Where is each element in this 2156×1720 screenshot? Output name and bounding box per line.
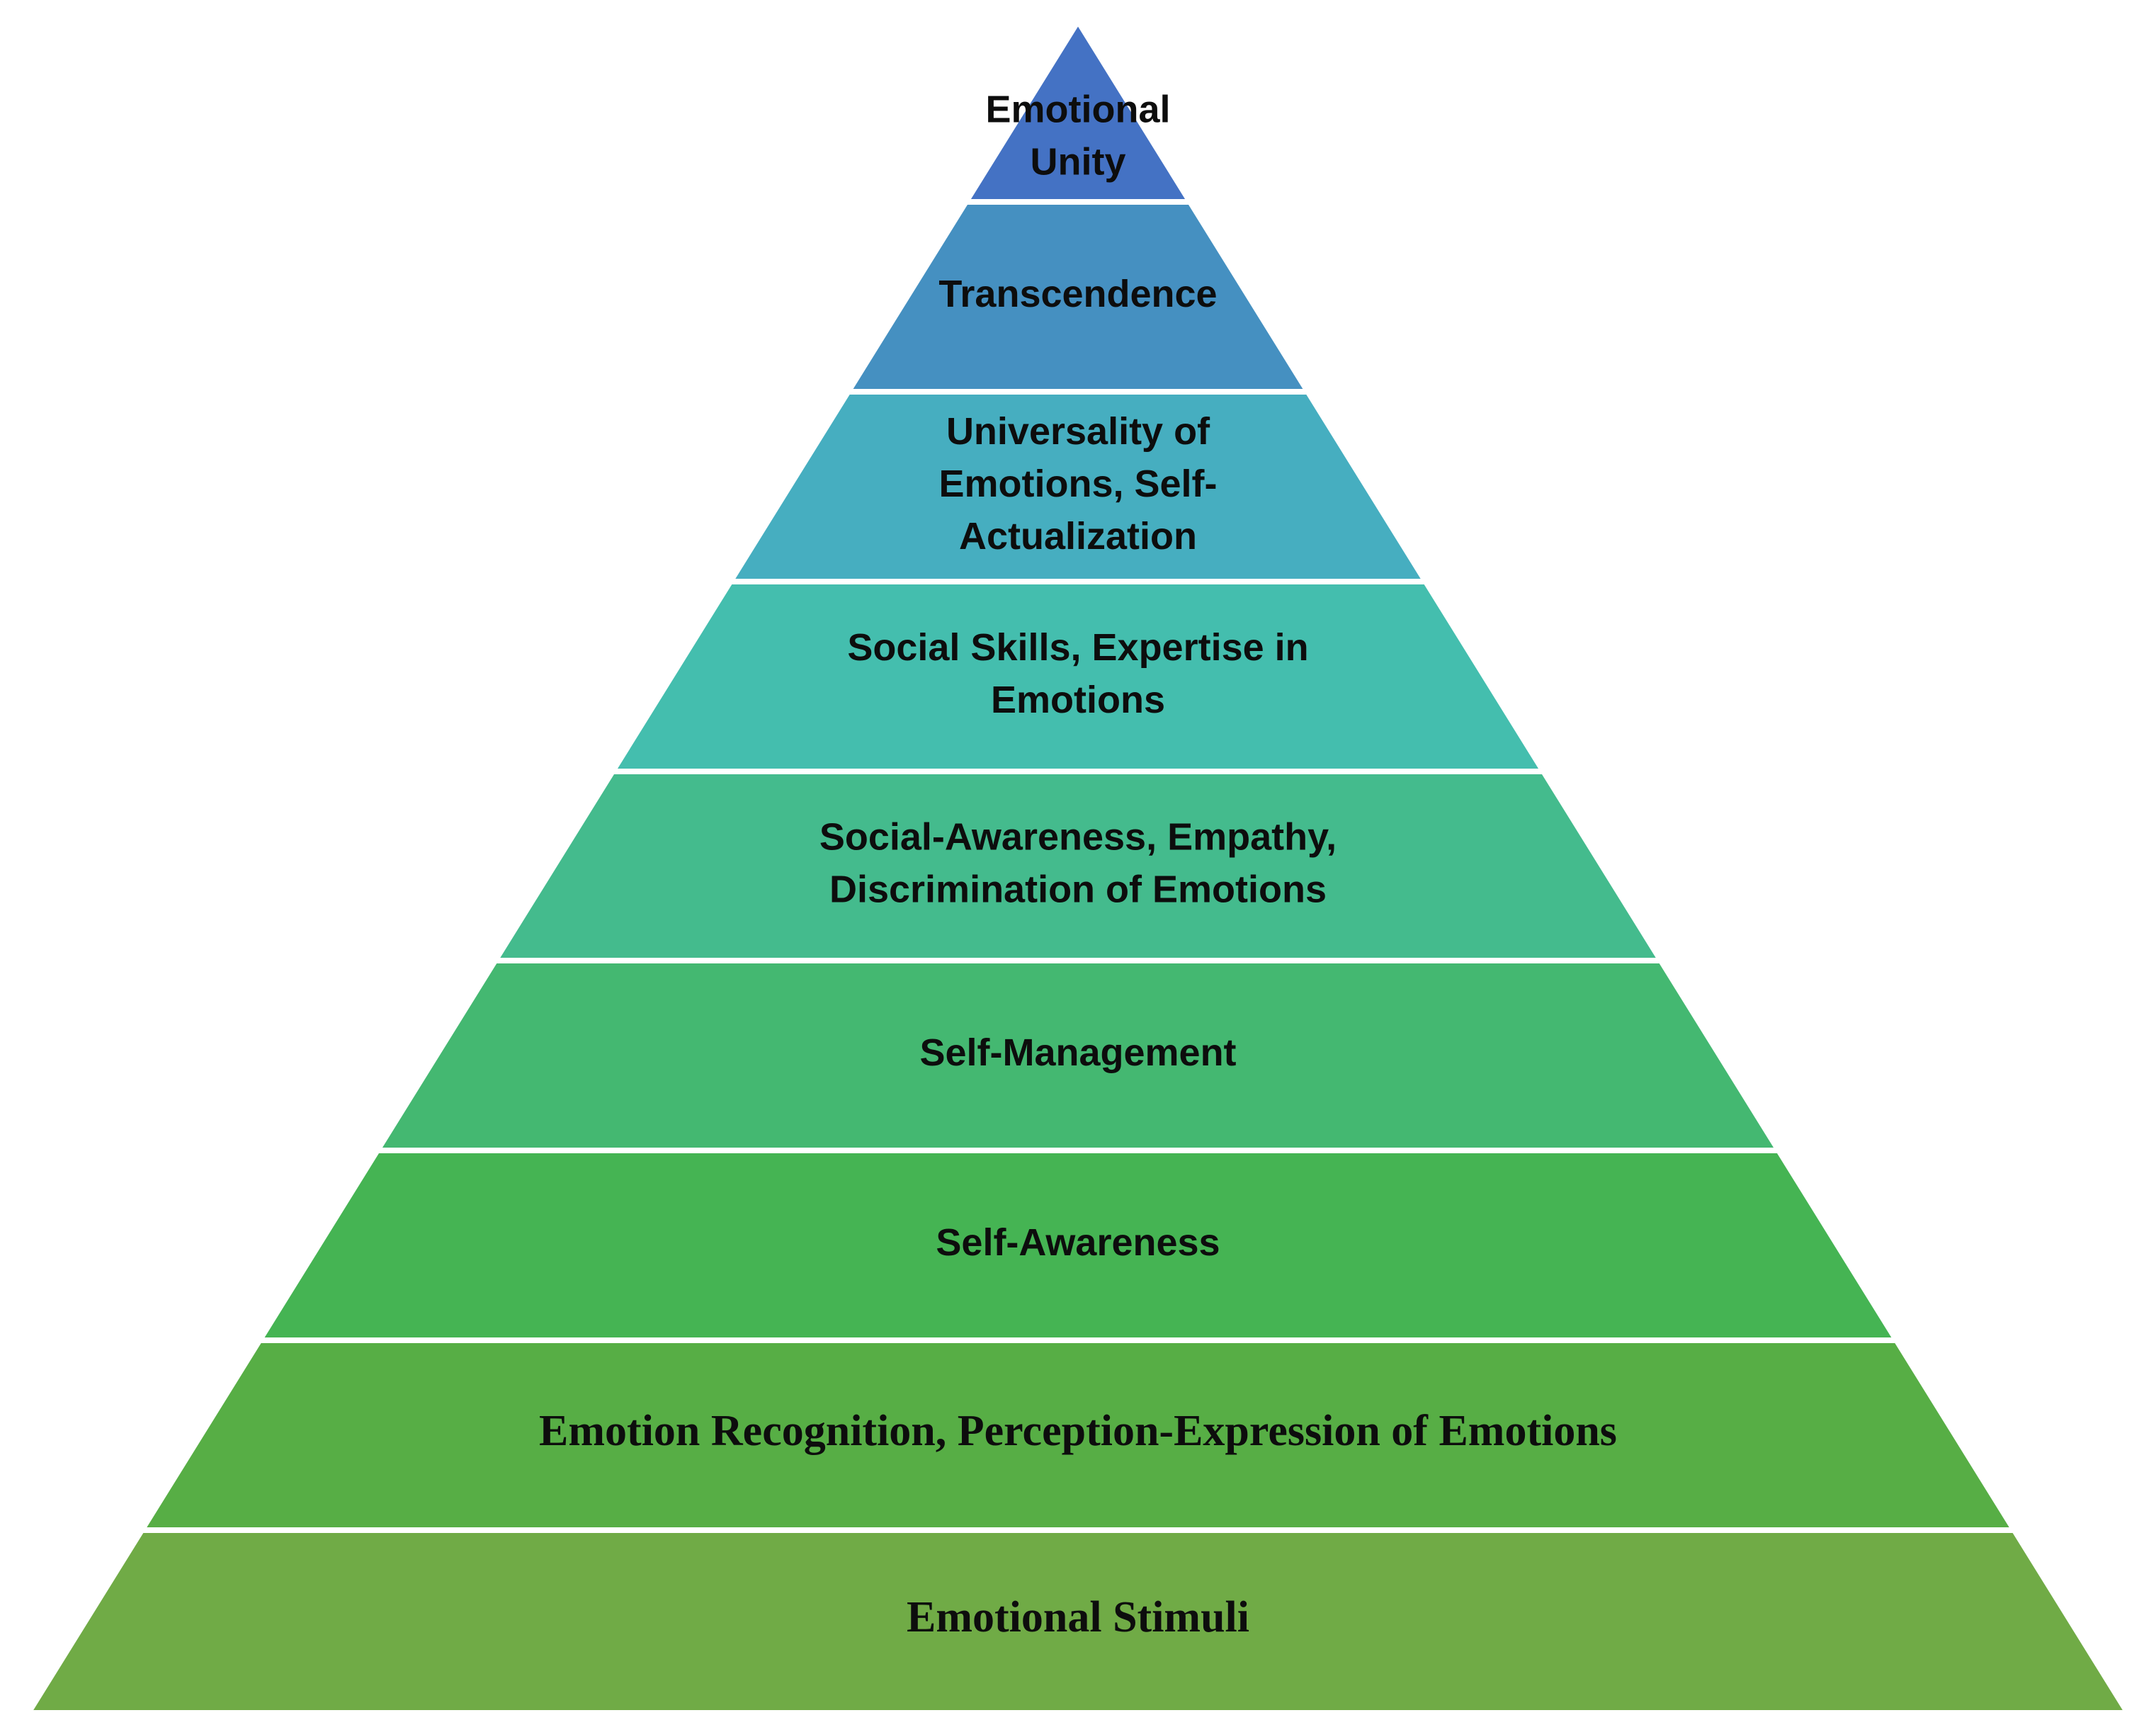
pyramid-layer-4-label: Social Skills, Expertise in Emotions — [847, 626, 1308, 721]
pyramid-layer-3-label-line: Universality of — [946, 410, 1210, 453]
pyramid-layer-6-label-line: Self-Management — [919, 1031, 1236, 1074]
pyramid-layer-5-label-line: Discrimination of Emotions — [829, 869, 1327, 911]
pyramid-layer-9 — [23, 1527, 2133, 1716]
pyramid-layer-4-label-line: Social Skills, Expertise in — [847, 626, 1308, 669]
pyramid-layer-2-label-line: Transcendence — [938, 273, 1217, 315]
pyramid-layer-7-label-line: Self-Awareness — [936, 1221, 1220, 1264]
pyramid-layer-4-label-line: Emotions — [991, 679, 1165, 721]
pyramid-layer-5 — [489, 769, 1667, 963]
pyramid-layer-5-label: Social-Awareness, Empathy, Discrimination… — [819, 816, 1337, 911]
pyramid-layer-3-label-line: Actualization — [959, 515, 1197, 558]
pyramid-layer-1-label-line: Unity — [1031, 141, 1126, 183]
pyramid-layer-1-label-line: Emotional — [985, 89, 1170, 131]
pyramid-layer-3-label-line: Emotions, Self- — [938, 463, 1217, 505]
pyramid-layer-7-label: Self-Awareness — [936, 1221, 1220, 1264]
pyramid-layer-2-label: Transcendence — [938, 273, 1217, 315]
pyramid-layer-8-label-line: Emotion Recognition, Perception-Expressi… — [539, 1407, 1617, 1455]
pyramid-layer-9-label-line: Emotional Stimuli — [907, 1593, 1249, 1641]
pyramid-layer-9-label: Emotional Stimuli — [907, 1593, 1249, 1641]
pyramid-layer-8-label: Emotion Recognition, Perception-Expressi… — [539, 1407, 1617, 1455]
pyramid-layer-3-label: Universality of Emotions, Self- Actualizat… — [938, 410, 1217, 558]
pyramid-layer-4 — [607, 579, 1549, 774]
pyramid-layer-6-label: Self-Management — [919, 1031, 1236, 1074]
pyramid-layer-5-label-line: Social-Awareness, Empathy, — [819, 816, 1337, 859]
